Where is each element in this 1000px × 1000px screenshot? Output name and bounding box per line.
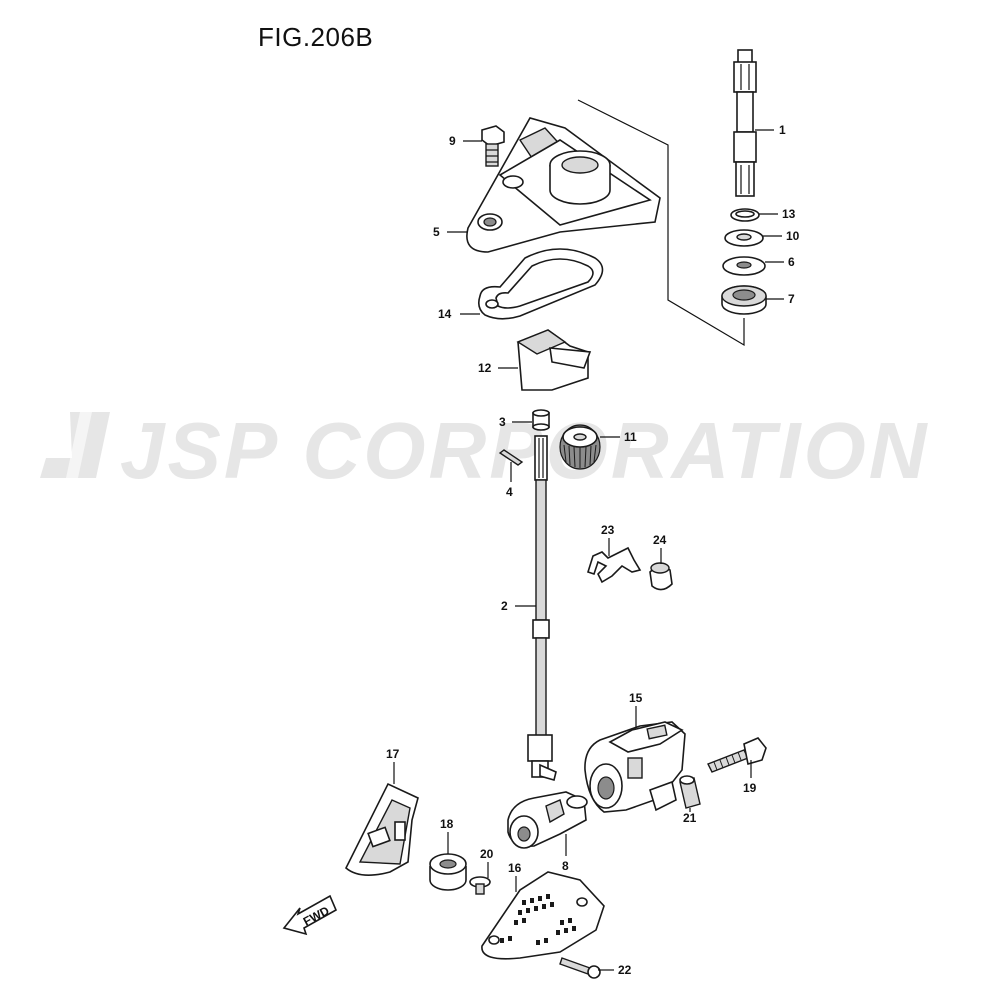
- part-1-upper-shaft: [733, 49, 757, 197]
- callout-3: 3: [499, 415, 506, 429]
- callout-2: 2: [501, 599, 508, 613]
- part-17-cover: [345, 782, 419, 876]
- callout-1: 1: [779, 123, 786, 137]
- callout-22: 22: [618, 963, 632, 977]
- part-4-pin: [498, 449, 524, 466]
- part-16-plate: [481, 871, 605, 960]
- part-15-shift-housing: [584, 721, 686, 813]
- part-8-shift-cam: [507, 791, 588, 849]
- callout-8: 8: [562, 859, 569, 873]
- callout-17: 17: [386, 747, 400, 761]
- part-22-screw: [559, 957, 601, 979]
- callout-18: 18: [440, 817, 454, 831]
- part-13-ring: [730, 208, 760, 222]
- part-6-washer: [722, 256, 766, 276]
- part-2-shift-shaft: [527, 435, 557, 781]
- part-5-housing: [466, 117, 661, 253]
- callout-12: 12: [478, 361, 492, 375]
- part-19-bolt: [707, 737, 767, 773]
- part-23-clip: [587, 546, 642, 584]
- callout-13: 13: [782, 207, 796, 221]
- callout-6: 6: [788, 255, 795, 269]
- callout-4: 4: [506, 485, 513, 499]
- callout-20: 20: [480, 847, 494, 861]
- part-18-bushing: [429, 853, 467, 891]
- part-12-cam: [516, 329, 592, 391]
- figure-title: FIG.206B: [258, 22, 374, 52]
- callout-23: 23: [601, 523, 615, 537]
- fwd-direction-arrow: FWD: [282, 894, 338, 936]
- part-24-bushing: [649, 562, 673, 591]
- part-20-screw: [469, 876, 491, 895]
- callout-15: 15: [629, 691, 643, 705]
- callout-24: 24: [653, 533, 667, 547]
- callout-14: 14: [438, 307, 452, 321]
- part-11-gear: [559, 424, 601, 470]
- leader-lines: [393, 129, 784, 971]
- part-3-bushing: [532, 409, 550, 431]
- watermark-text: JSP CORPORATION: [120, 406, 930, 495]
- callout-7: 7: [788, 292, 795, 306]
- callout-labels: 1 2 3 4 5 6 7 8 9 10 11 12 13 14 15 16 1…: [386, 123, 800, 977]
- callout-16: 16: [508, 861, 522, 875]
- callout-5: 5: [433, 225, 440, 239]
- watermark-logo: JSP CORPORATION: [40, 406, 930, 495]
- callout-19: 19: [743, 781, 757, 795]
- callout-21: 21: [683, 811, 697, 825]
- part-10-washer: [724, 229, 764, 247]
- callout-9: 9: [449, 134, 456, 148]
- part-14-gasket: [478, 248, 604, 320]
- part-9-bolt: [481, 125, 505, 167]
- callout-11: 11: [624, 430, 637, 444]
- callout-10: 10: [786, 229, 800, 243]
- part-7-seal: [721, 285, 767, 315]
- part-21-sleeve: [679, 775, 701, 809]
